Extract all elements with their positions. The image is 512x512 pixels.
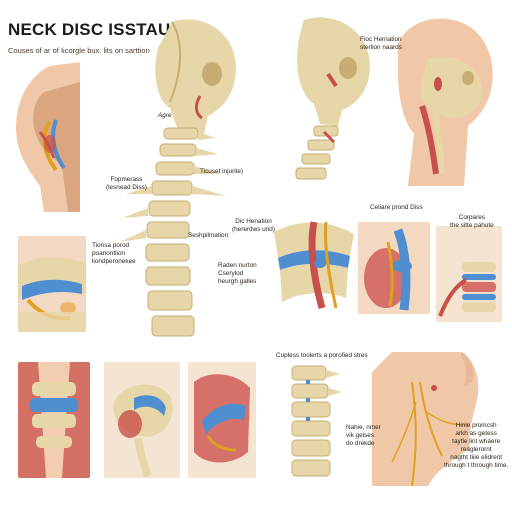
label-cupless: Cupless toolerts a porofied stres: [276, 352, 368, 359]
page-subtitle: Couses of ar of Iicorgle bux. lits on sa…: [8, 46, 150, 55]
face-profile-panel: [398, 14, 502, 186]
disc-crosssection-panel: [188, 362, 256, 478]
skull-side-panel: [284, 14, 374, 186]
label-hinie: Hinie promcsh arkh as getess taytle lint…: [444, 422, 509, 469]
label-ticuset-injurite: Ticuset injurite): [200, 168, 244, 175]
stacked-discs-panel: [436, 226, 502, 322]
skull-spine-illustration: [112, 12, 242, 342]
label-nahie: Nahie, nmer vik gelses do drekde: [346, 424, 381, 447]
disc-tissue-panel: [18, 362, 90, 478]
label-dic-henation: Dic Henation (hererdws und): [232, 218, 275, 233]
vertebra-nerve-panel: [104, 362, 180, 478]
label-agre: Agre: [158, 112, 172, 119]
disc-closeup-panel: [18, 236, 86, 332]
label-fopmerass: Fopmerass (lesnead Diss): [106, 176, 147, 191]
label-corpares: Corpares the sitte pahute: [450, 214, 494, 229]
label-raden-nurton: Raden nurton Cserylod heurgh galles: [218, 262, 257, 285]
page-title: NECK DISC ISSTAUES: [8, 20, 194, 39]
neck-nerves-panel: [372, 352, 506, 486]
disc-nerve-panel: [358, 222, 430, 314]
label-seshpilmation: Seshpilmation: [188, 232, 229, 239]
head-cutaway-panel: [10, 62, 80, 212]
lower-spine-illustration: [282, 360, 342, 486]
herniation-closeup-panel: [270, 212, 358, 312]
label-fioc-hernation: Fioc Hernation sterlion naards: [360, 36, 402, 51]
label-tionsa-porod: Tionsa porod poanontlion liondperonekee: [92, 242, 136, 265]
label-celiare-prond-diss: Celiare prond Diss: [370, 204, 423, 211]
